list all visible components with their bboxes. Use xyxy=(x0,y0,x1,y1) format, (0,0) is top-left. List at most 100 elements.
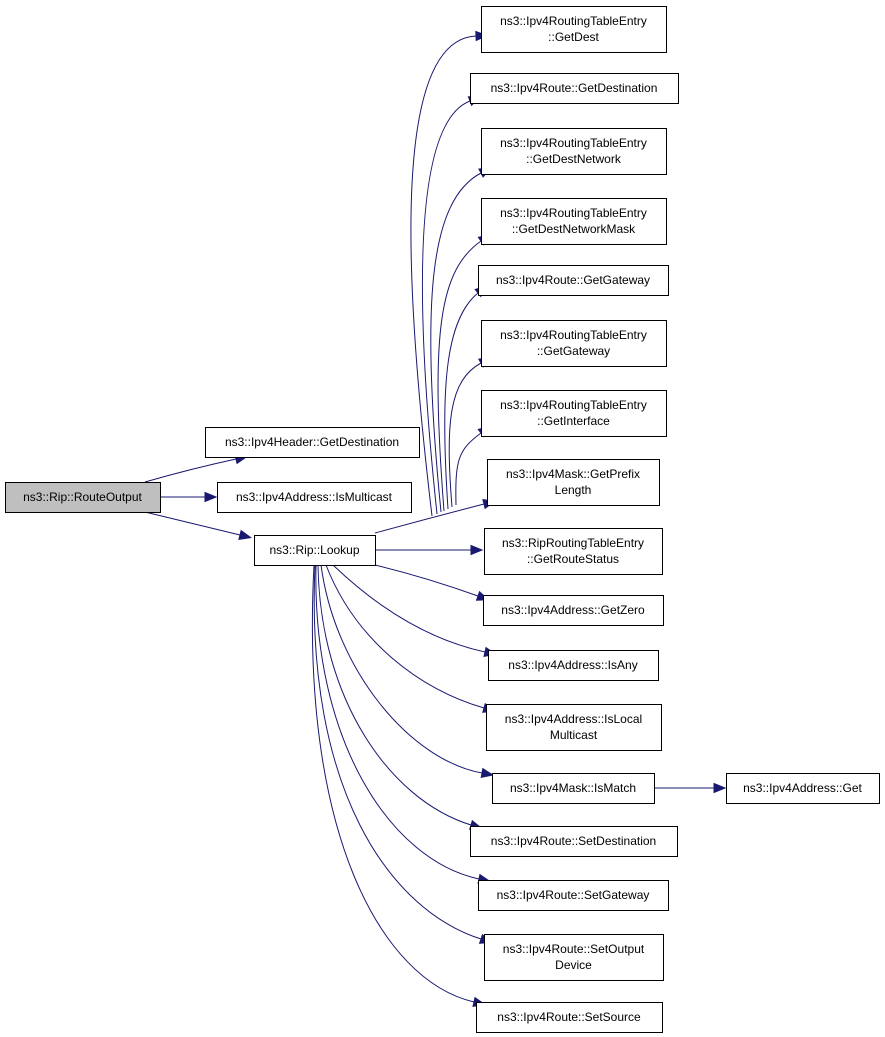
edge-lookup-to-mask_is_match xyxy=(320,564,495,779)
node-box xyxy=(476,1002,663,1033)
node-route-set-source[interactable]: ns3::Ipv4Route::SetSource xyxy=(476,1002,663,1033)
node-box xyxy=(5,482,161,513)
arrowhead-icon xyxy=(204,491,218,503)
edge-line xyxy=(320,564,483,774)
node-box xyxy=(481,128,667,175)
node-label: ns3::Ipv4Route::GetDestination xyxy=(491,81,658,95)
node-rte-get-dest-network-mask[interactable]: ns3::Ipv4RoutingTableEntry::GetDestNetwo… xyxy=(481,198,667,245)
node-label: ns3::RipRoutingTableEntry xyxy=(502,536,644,550)
node-route-set-destination[interactable]: ns3::Ipv4Route::SetDestination xyxy=(470,826,678,857)
node-label: Length xyxy=(555,483,592,497)
edge-line xyxy=(448,362,482,508)
node-box xyxy=(487,459,660,506)
arrowhead-icon xyxy=(238,529,252,541)
edge-lookup-to-address_is_any xyxy=(332,564,497,658)
node-label: ns3::Ipv4RoutingTableEntry xyxy=(500,136,647,150)
node-label: ns3::Ipv4Address::IsAny xyxy=(508,658,637,672)
edge-mask_is_match-to-address_get xyxy=(654,782,727,794)
edge-route_output-to-address_is_multicast xyxy=(160,491,218,503)
arrowhead-icon xyxy=(480,767,495,779)
node-label: ns3::Ipv4Address::IsMulticast xyxy=(236,490,393,504)
node-label: ns3::Ipv4Route::GetGateway xyxy=(496,273,650,287)
edge-line xyxy=(410,35,477,517)
node-lookup[interactable]: ns3::Rip::Lookup xyxy=(254,535,376,566)
node-rte-get-gateway[interactable]: ns3::Ipv4RoutingTableEntry::GetGateway xyxy=(481,320,667,367)
edge-line xyxy=(315,564,480,880)
node-rte-get-dest[interactable]: ns3::Ipv4RoutingTableEntry::GetDest xyxy=(481,6,667,53)
edge-lookup-to-route_set_gateway xyxy=(315,564,492,885)
node-label: ns3::Ipv4RoutingTableEntry xyxy=(500,328,647,342)
node-label: ns3::Ipv4Address::Get xyxy=(743,781,862,795)
edge-line xyxy=(332,564,486,653)
node-label: ::GetDest xyxy=(548,30,599,44)
edge-lookup-to-rip_rte_get_route_status xyxy=(375,544,484,556)
node-route-set-gateway[interactable]: ns3::Ipv4Route::SetGateway xyxy=(478,880,669,911)
node-box xyxy=(481,198,667,245)
edge-lookup-to-route_set_output_device xyxy=(313,564,493,944)
node-mask-is-match[interactable]: ns3::Ipv4Mask::IsMatch xyxy=(492,773,655,804)
node-box xyxy=(478,880,669,911)
edge-line xyxy=(444,292,479,510)
node-address-get-zero[interactable]: ns3::Ipv4Address::GetZero xyxy=(483,595,664,626)
node-address-get[interactable]: ns3::Ipv4Address::Get xyxy=(726,773,880,804)
arrowhead-icon xyxy=(713,782,727,794)
node-label: Device xyxy=(555,958,592,972)
node-route-output[interactable]: ns3::Rip::RouteOutput xyxy=(5,482,161,513)
edge-line xyxy=(430,172,482,513)
node-box xyxy=(481,6,667,53)
edge-line xyxy=(325,564,485,709)
edge-line xyxy=(311,564,475,1003)
edge-lookup-to-address_is_local_multicast xyxy=(325,564,496,713)
node-label: ::GetRouteStatus xyxy=(527,552,619,566)
node-label: ns3::Ipv4Route::SetOutput xyxy=(503,942,645,956)
node-box xyxy=(488,650,659,681)
node-route-get-destination[interactable]: ns3::Ipv4Route::GetDestination xyxy=(470,73,679,104)
edge-line xyxy=(313,564,482,940)
nodes-layer: ns3::Rip::RouteOutput ns3::Ipv4Header::Ge… xyxy=(5,6,880,1033)
node-label: ns3::Rip::Lookup xyxy=(269,543,359,557)
node-box xyxy=(254,535,376,566)
edge-route_output-to-header_get_destination xyxy=(144,453,248,483)
node-box xyxy=(478,265,669,296)
node-rip-rte-get-route-status[interactable]: ns3::RipRoutingTableEntry::GetRouteStatu… xyxy=(484,528,663,575)
edge-lookup-to-route_get_gateway xyxy=(444,285,488,510)
edge-line xyxy=(144,458,237,483)
node-label: ns3::Ipv4RoutingTableEntry xyxy=(500,206,647,220)
edge-line xyxy=(317,564,472,826)
arrowhead-icon xyxy=(470,544,484,556)
node-rte-get-interface[interactable]: ns3::Ipv4RoutingTableEntry::GetInterface xyxy=(481,390,667,437)
node-box xyxy=(481,390,667,437)
edge-line xyxy=(144,511,241,536)
node-box xyxy=(726,773,880,804)
edge-route_output-to-lookup xyxy=(144,511,252,541)
edge-lookup-to-rte_get_interface xyxy=(455,425,491,506)
node-label: ns3::Ipv4RoutingTableEntry xyxy=(500,14,647,28)
edge-line xyxy=(374,503,485,534)
edge-lookup-to-address_get_zero xyxy=(374,564,490,601)
node-label: Multicast xyxy=(550,728,598,742)
edge-lookup-to-route_set_destination xyxy=(317,564,483,830)
node-box xyxy=(486,704,662,751)
node-address-is-multicast[interactable]: ns3::Ipv4Address::IsMulticast xyxy=(217,482,412,513)
node-label: ns3::Ipv4Mask::GetPrefix xyxy=(506,467,640,481)
node-rte-get-dest-network[interactable]: ns3::Ipv4RoutingTableEntry::GetDestNetwo… xyxy=(481,128,667,175)
node-label: ns3::Ipv4Address::IsLocal xyxy=(505,712,642,726)
node-route-get-gateway[interactable]: ns3::Ipv4Route::GetGateway xyxy=(478,265,669,296)
node-box xyxy=(470,73,679,104)
node-label: ns3::Ipv4Route::SetSource xyxy=(497,1010,641,1024)
node-box xyxy=(492,773,655,804)
node-label: ::GetDestNetwork xyxy=(526,152,622,166)
node-label: ns3::Rip::RouteOutput xyxy=(23,490,142,504)
node-box xyxy=(205,427,420,458)
node-box xyxy=(484,934,664,981)
node-header-get-destination[interactable]: ns3::Ipv4Header::GetDestination xyxy=(205,427,420,458)
node-box xyxy=(481,320,667,367)
node-label: ns3::Ipv4Address::GetZero xyxy=(501,603,645,617)
node-label: ns3::Ipv4Route::SetDestination xyxy=(491,834,656,848)
node-address-is-any[interactable]: ns3::Ipv4Address::IsAny xyxy=(488,650,659,681)
node-label: ns3::Ipv4Header::GetDestination xyxy=(225,435,399,449)
